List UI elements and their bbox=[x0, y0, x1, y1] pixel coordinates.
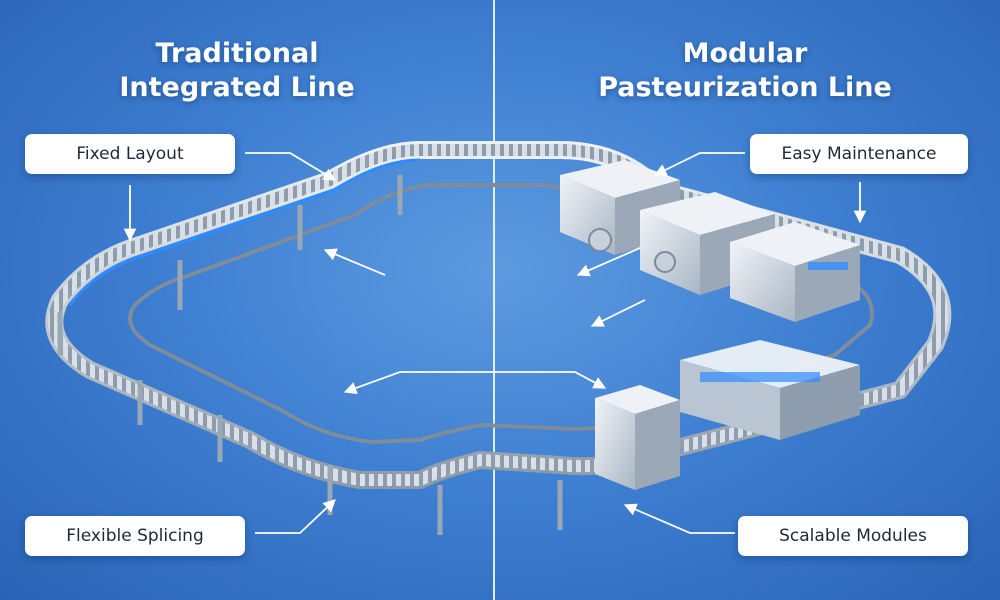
label-scalable-modules: Scalable Modules bbox=[738, 516, 968, 556]
title-modular-line2: Pasteurization Line bbox=[598, 72, 892, 103]
conveyor-roller-bed bbox=[48, 144, 949, 486]
machine-module-5 bbox=[595, 385, 680, 490]
support-legs bbox=[57, 175, 563, 535]
label-fixed-layout: Fixed Layout bbox=[25, 134, 235, 174]
blue-rail-left bbox=[68, 158, 421, 306]
title-traditional-line2: Integrated Line bbox=[119, 72, 355, 103]
label-flexible-splicing: Flexible Splicing bbox=[25, 516, 245, 556]
machine-module-4 bbox=[680, 340, 860, 440]
label-easy-maintenance: Easy Maintenance bbox=[750, 134, 968, 174]
machine-module-3 bbox=[730, 222, 860, 322]
title-traditional-line1: Traditional bbox=[155, 38, 319, 69]
title-modular: Modular Pasteurization Line bbox=[555, 37, 935, 105]
title-traditional: Traditional Integrated Line bbox=[47, 37, 427, 105]
title-modular-line1: Modular bbox=[682, 38, 808, 69]
callout-arrows bbox=[123, 152, 867, 534]
